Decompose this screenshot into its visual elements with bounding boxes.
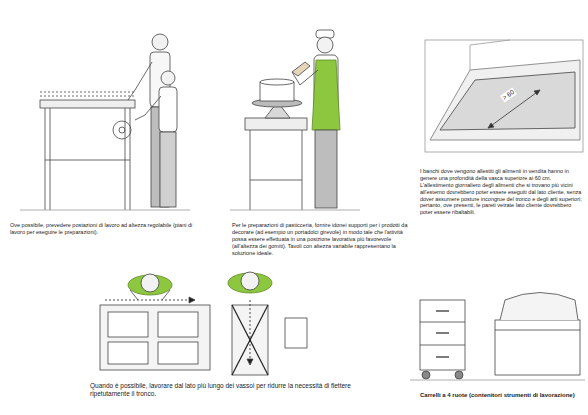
caption-note: Ove possibile, prevedere postazioni di l… bbox=[10, 222, 195, 236]
counter-with-glass bbox=[410, 293, 585, 381]
tray-top-view-good bbox=[100, 274, 210, 370]
pastry-worker bbox=[292, 30, 340, 208]
dimension-label: > 60 bbox=[500, 87, 517, 102]
caption-note: Per le preparazioni di pasticceria, forn… bbox=[232, 222, 412, 256]
tray-top-view-bad bbox=[228, 272, 307, 375]
caption-note: Quando è possibile, lavorare dal lato pi… bbox=[90, 382, 360, 398]
pastry-table bbox=[230, 79, 360, 210]
child-figure bbox=[135, 71, 177, 207]
caption-title: Carrelli a 4 ruote (contenitori strument… bbox=[420, 392, 586, 400]
trolley bbox=[420, 300, 465, 379]
caption-note: I banchi dove vengono allestiti gli alim… bbox=[420, 168, 582, 216]
display-counter bbox=[425, 40, 583, 152]
